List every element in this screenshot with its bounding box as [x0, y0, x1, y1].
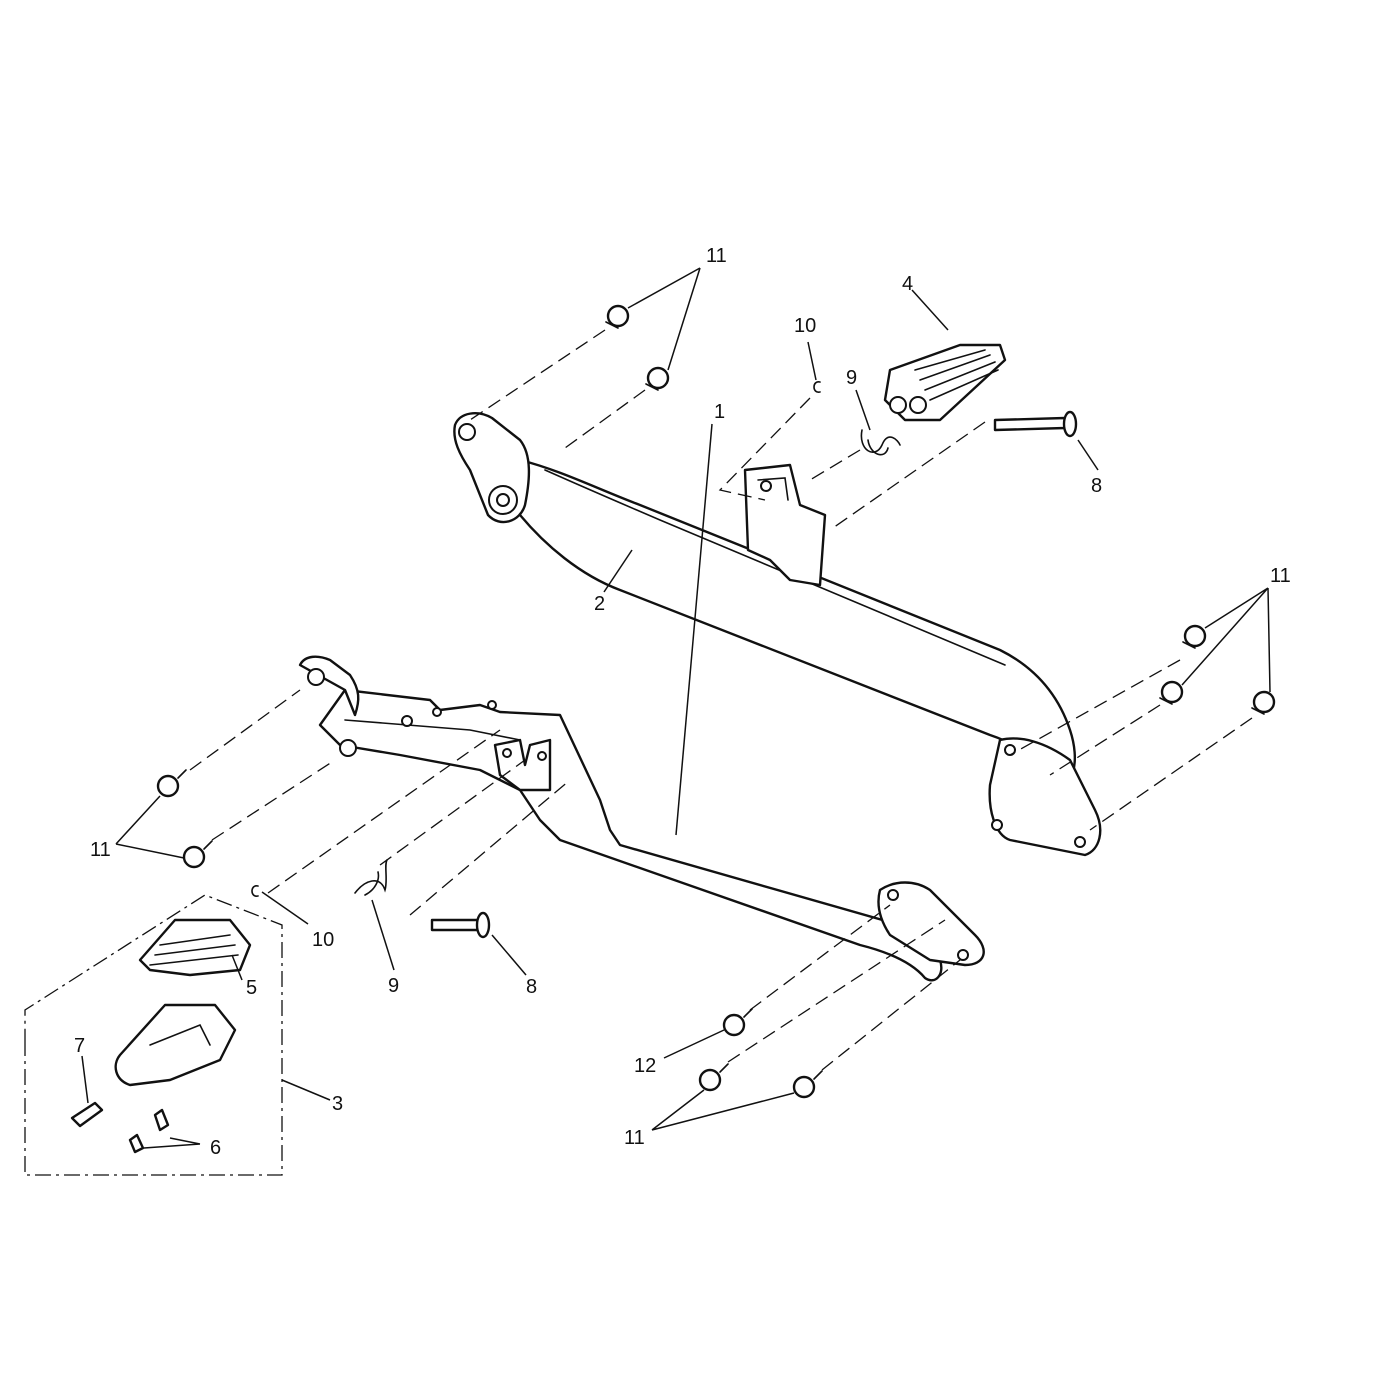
part-8-pin-bottom [430, 911, 491, 939]
callout-8-top: 8 [1091, 475, 1102, 497]
bolt-top-2 [645, 366, 670, 391]
callout-9-bottom: 9 [388, 975, 399, 997]
leader-lines [81, 267, 1271, 1149]
part-3-footpeg-body [114, 1003, 237, 1087]
callout-8-bottom: 8 [526, 976, 537, 998]
callout-7: 7 [74, 1035, 85, 1057]
callout-4: 4 [902, 273, 913, 295]
part-10-clip-top [813, 381, 821, 393]
callout-11-left: 11 [90, 839, 111, 861]
callouts: 11 4 10 9 8 2 11 1 11 10 9 8 5 7 3 6 12 … [74, 245, 1291, 1159]
callout-11-top: 11 [706, 245, 727, 267]
part-10-clip-bottom [251, 885, 259, 897]
callout-2: 2 [594, 593, 605, 615]
bolt-bottom-1 [698, 1063, 729, 1092]
callout-9-top: 9 [846, 367, 857, 389]
part-1-lower-bracket [298, 655, 985, 982]
bolt-right-1 [1182, 624, 1207, 649]
callout-3: 3 [332, 1093, 343, 1115]
part-6-screws [128, 1108, 170, 1154]
bolt-left-1 [156, 769, 187, 798]
bolt-12 [722, 1008, 753, 1037]
callout-12: 12 [634, 1055, 656, 1077]
callout-10-bottom: 10 [312, 929, 334, 951]
part-2-upper-bracket [453, 412, 1102, 857]
part-8-pin-top [993, 410, 1078, 438]
callout-11-bottom: 11 [624, 1127, 645, 1149]
part-9-spring-bottom [354, 859, 388, 896]
part-4-footpeg [883, 343, 1007, 422]
bolt-top-1 [605, 304, 630, 329]
bolt-right-2 [1159, 680, 1184, 705]
bolt-right-3 [1251, 690, 1276, 715]
bolts [156, 304, 1276, 1099]
bolt-bottom-2 [792, 1070, 823, 1099]
part-7-plunger [70, 1101, 104, 1128]
callout-10-top: 10 [794, 315, 816, 337]
assembly-lines [24, 329, 1253, 1176]
callout-11-right: 11 [1270, 565, 1291, 587]
part-9-spring-top [860, 429, 901, 456]
callout-6: 6 [210, 1137, 221, 1159]
callout-1: 1 [714, 401, 725, 423]
part-5-footpeg-rubber [138, 918, 252, 977]
bolt-left-2 [182, 840, 213, 869]
callout-5: 5 [246, 977, 257, 999]
